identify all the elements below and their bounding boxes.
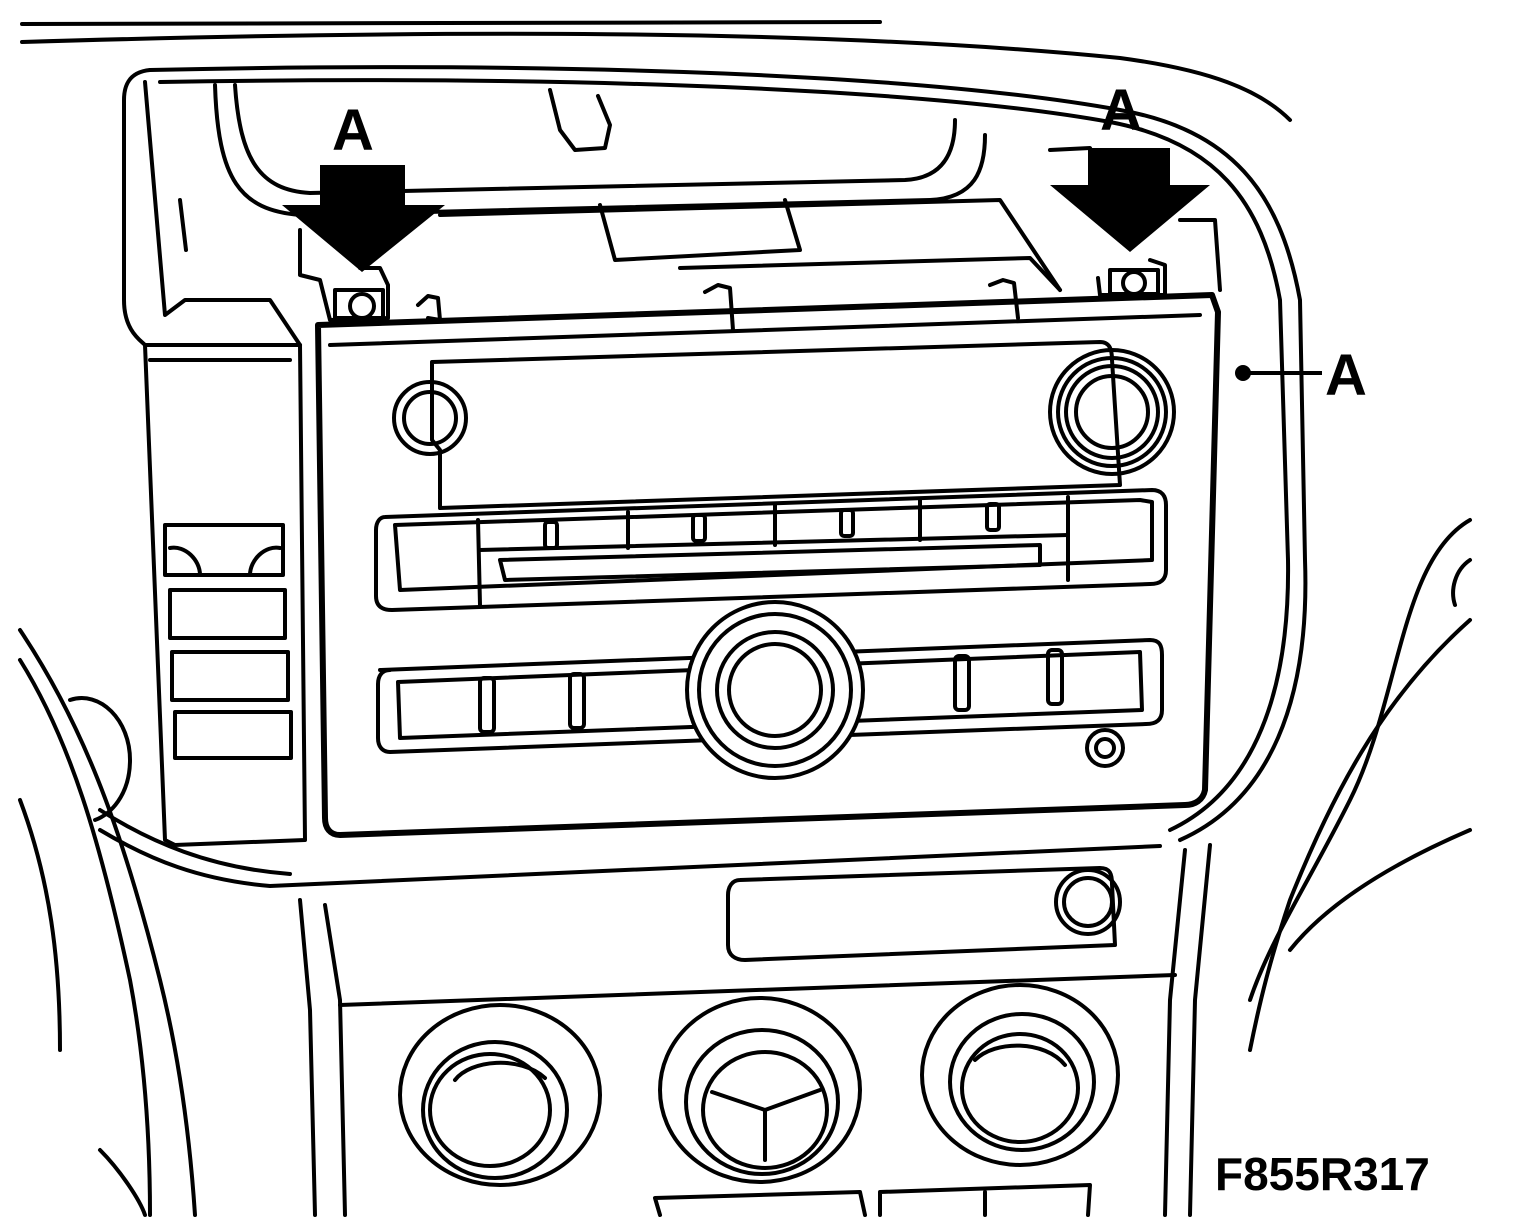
- center-tuning-knob: [685, 600, 865, 780]
- figure-code: F855R317: [1215, 1148, 1430, 1200]
- left-mounting-clip: [298, 228, 390, 322]
- heater-knob: [1054, 868, 1122, 936]
- passenger-contours: [1248, 518, 1472, 1052]
- callout-label-left: A: [332, 98, 374, 163]
- preset-button-bar: [374, 488, 1168, 612]
- radio-faceplate: [315, 292, 1221, 838]
- small-button: [1085, 728, 1125, 768]
- volume-knob: [1048, 348, 1176, 476]
- left-air-vent: [398, 1003, 602, 1187]
- right-mounting-clip: [1096, 258, 1167, 297]
- callout-label-right: A: [1100, 78, 1142, 143]
- power-knob: [392, 380, 468, 456]
- right-air-vent: [920, 983, 1120, 1167]
- lower-console: [298, 843, 1212, 1217]
- steering-wheel: [18, 628, 197, 1217]
- down-arrow-icon: [1050, 148, 1210, 252]
- callout-label-side: A: [1325, 343, 1367, 408]
- display-window: [430, 340, 1122, 510]
- center-air-vent: [658, 996, 862, 1184]
- left-switch-panel: [143, 343, 307, 847]
- down-arrow-icon: [282, 165, 445, 272]
- dashboard-top-edge: [20, 20, 1292, 122]
- leader-line: [1235, 365, 1322, 381]
